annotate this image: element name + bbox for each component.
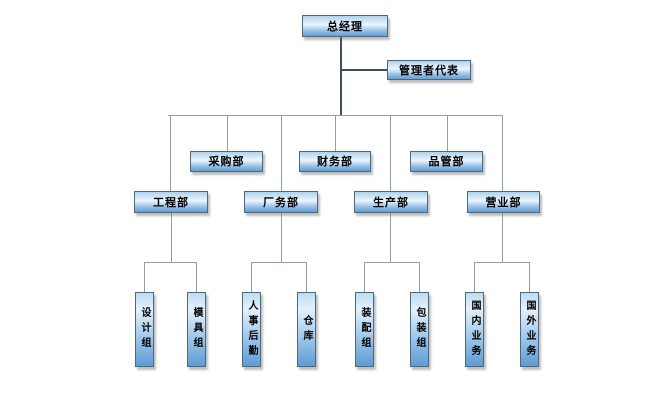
- connector-drop-domestic-business: [474, 262, 475, 292]
- connector-drop-finance: [335, 115, 336, 151]
- node-warehouse: 仓库: [297, 292, 316, 367]
- connector-drop-mold-group: [196, 262, 197, 292]
- connector-drop-purchasing: [227, 115, 228, 151]
- connector-sales-bus: [474, 262, 530, 263]
- node-domestic-business: 国内业务: [465, 292, 484, 367]
- node-quality-dept: 品管部: [410, 151, 483, 172]
- connector-production-stem: [390, 213, 391, 262]
- node-hr-logistics-group: 人事后勤: [242, 292, 261, 367]
- node-packing-group: 包装组: [410, 292, 429, 367]
- connector-drop-overseas-business: [529, 262, 530, 292]
- node-mold-group: 模具组: [187, 292, 206, 367]
- connector-drop-sales: [502, 115, 503, 191]
- node-production-dept: 生产部: [354, 191, 428, 213]
- connector-factory-affairs-bus: [251, 262, 307, 263]
- node-assembly-group: 装配组: [355, 292, 374, 367]
- connector-drop-factory-affairs: [281, 115, 282, 191]
- connector-production-bus: [364, 262, 420, 263]
- connector-trunk: [340, 37, 342, 115]
- connector-drop-warehouse: [306, 262, 307, 292]
- node-sales-dept: 营业部: [467, 191, 540, 213]
- connector-drop-design-group: [144, 262, 145, 292]
- connector-engineering-stem: [171, 213, 172, 262]
- node-engineering-dept: 工程部: [134, 191, 208, 213]
- node-general-manager: 总经理: [302, 15, 388, 37]
- connector-drop-engineering: [170, 115, 171, 191]
- connector-engineering-bus: [144, 262, 197, 263]
- node-finance-dept: 财务部: [299, 151, 371, 172]
- node-management-representative: 管理者代表: [387, 60, 471, 80]
- connector-drop-assembly-group: [364, 262, 365, 292]
- connector-representative-branch: [342, 69, 387, 71]
- node-overseas-business: 国外业务: [520, 292, 539, 367]
- node-design-group: 设计组: [135, 292, 154, 367]
- connector-drop-packing-group: [419, 262, 420, 292]
- connector-drop-quality: [447, 115, 448, 151]
- connector-drop-production: [390, 115, 391, 191]
- node-purchasing-dept: 采购部: [190, 151, 263, 172]
- connector-drop-hr-logistics: [251, 262, 252, 292]
- connector-sales-stem: [502, 213, 503, 262]
- node-factory-affairs-dept: 厂务部: [244, 191, 318, 213]
- connector-factory-affairs-stem: [281, 213, 282, 262]
